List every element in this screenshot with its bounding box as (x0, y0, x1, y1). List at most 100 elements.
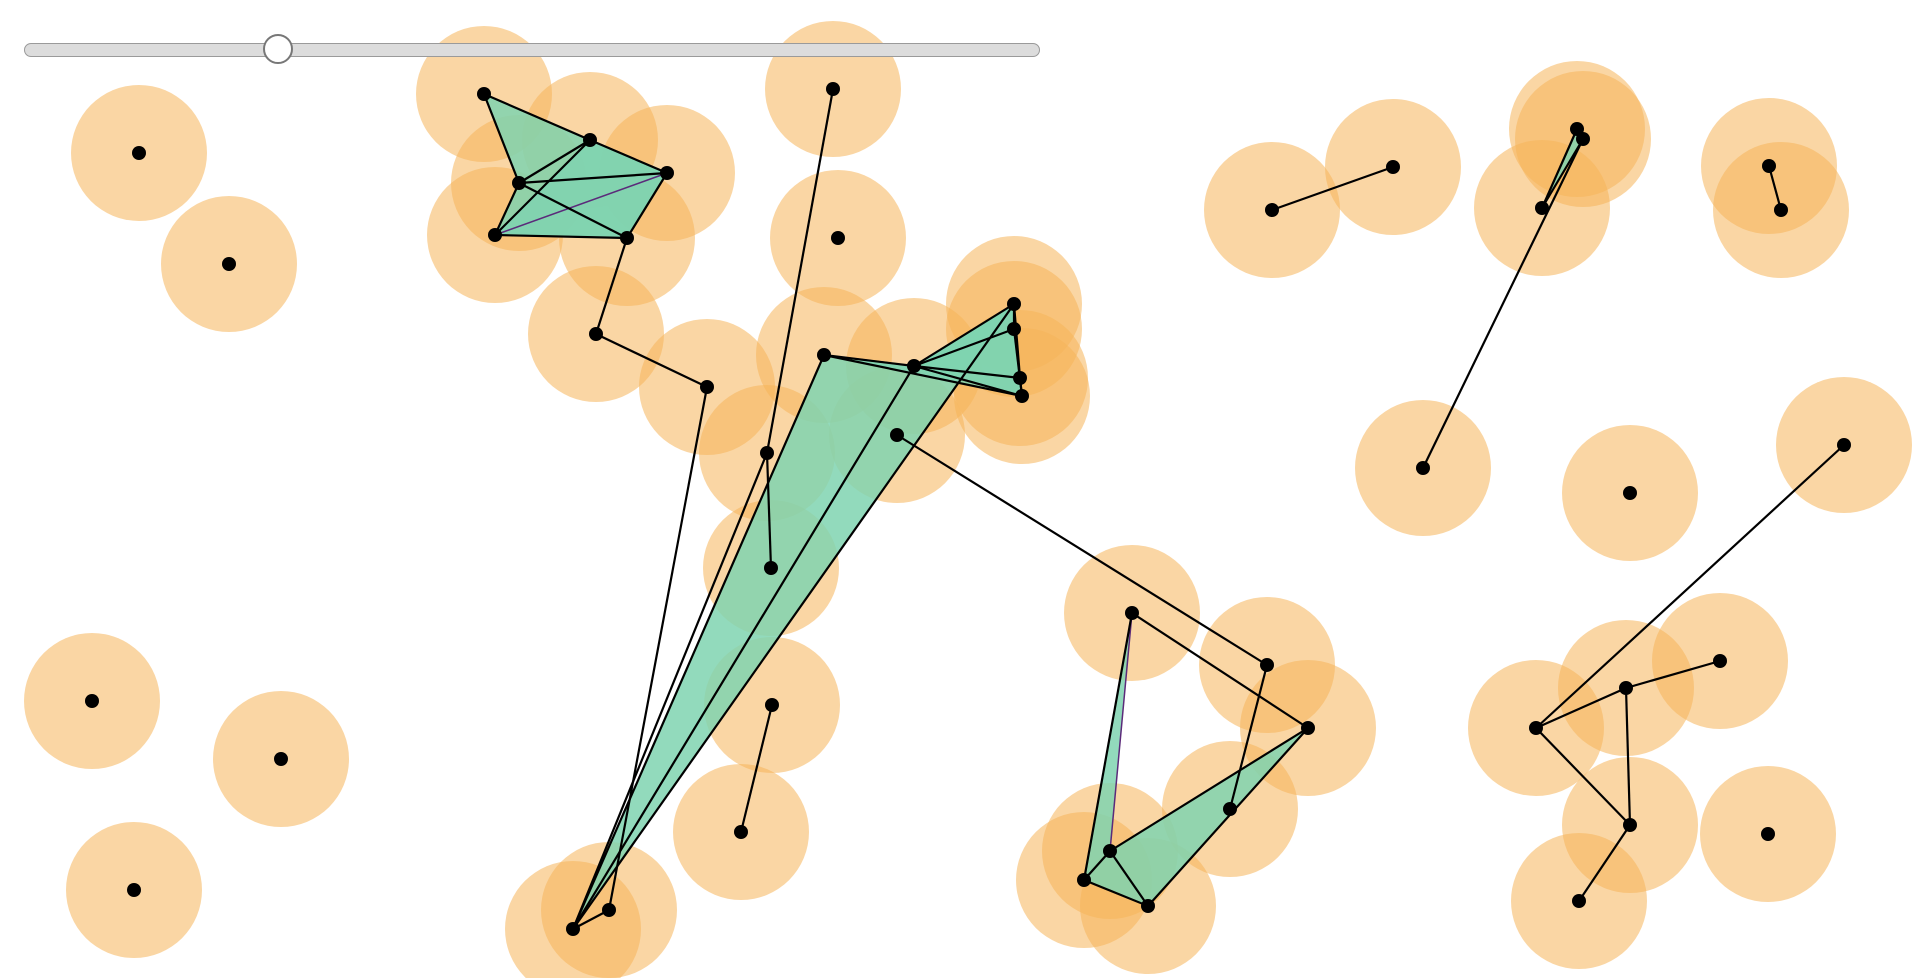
edge (594, 237, 629, 335)
slider-track[interactable] (24, 43, 1040, 57)
vertex (1529, 721, 1543, 735)
slider-thumb[interactable] (263, 34, 293, 64)
edge (1535, 727, 1631, 826)
edge (1109, 727, 1309, 852)
vertex (1535, 201, 1549, 215)
edge (626, 172, 668, 239)
vertex (583, 133, 597, 147)
vertex (1713, 654, 1727, 668)
edge (1767, 165, 1783, 211)
vertex (1103, 844, 1117, 858)
edge (896, 434, 1268, 666)
vertex (1260, 658, 1274, 672)
edge (571, 452, 769, 930)
edge (494, 139, 591, 236)
edge (1228, 664, 1269, 810)
vertex (132, 146, 146, 160)
edge (1625, 659, 1721, 690)
edge (823, 353, 915, 368)
edge (595, 333, 708, 388)
vertex (831, 231, 845, 245)
edge (494, 233, 628, 240)
vertex (1762, 159, 1776, 173)
edge (1578, 824, 1631, 902)
vertex (589, 327, 603, 341)
radius-slider[interactable] (24, 34, 1040, 64)
edge (494, 182, 520, 236)
ball (505, 861, 641, 978)
edge (571, 354, 826, 930)
edge (1422, 138, 1584, 469)
edge (765, 452, 773, 569)
vertex (1774, 203, 1788, 217)
vertex (660, 166, 674, 180)
edge (572, 303, 1015, 930)
edge (913, 327, 1015, 368)
vertex (1013, 371, 1027, 385)
vertex (765, 698, 779, 712)
vertex (1265, 203, 1279, 217)
vertex (764, 561, 778, 575)
vertex (760, 446, 774, 460)
vertex (1386, 160, 1400, 174)
vertex (1416, 461, 1430, 475)
vertex (1623, 486, 1637, 500)
edge (1082, 612, 1134, 881)
edge (1131, 612, 1309, 729)
vertex (700, 380, 714, 394)
edge (1147, 727, 1309, 907)
vertex (1007, 322, 1021, 336)
vertex (1761, 827, 1775, 841)
vertex (1570, 122, 1584, 136)
edge (823, 353, 1023, 398)
edge (589, 138, 668, 175)
vertex (127, 883, 141, 897)
edge (483, 92, 591, 142)
vertex (1301, 721, 1315, 735)
edge (1535, 686, 1627, 730)
vertex (620, 231, 634, 245)
vertex (890, 428, 904, 442)
vertex (1007, 297, 1021, 311)
vertex (488, 228, 502, 242)
edge (1012, 303, 1022, 379)
vertex (1125, 606, 1139, 620)
vertex-layer (85, 82, 1851, 936)
vertex (1623, 818, 1637, 832)
vertex (817, 348, 831, 362)
vertex (1572, 894, 1586, 908)
edge (518, 182, 628, 239)
edge (1109, 850, 1149, 907)
vertex (274, 752, 288, 766)
edge (1535, 444, 1845, 729)
vertex (907, 359, 921, 373)
vertex (1015, 389, 1029, 403)
vertex (1141, 899, 1155, 913)
edge (518, 171, 668, 185)
edge (1541, 138, 1584, 209)
edge (607, 386, 709, 911)
edge (739, 704, 774, 833)
edge (765, 88, 835, 454)
edge (518, 139, 591, 184)
edge (913, 303, 1015, 367)
vertex (1619, 681, 1633, 695)
edge (1540, 128, 1579, 209)
edge (1083, 878, 1149, 908)
edge (1271, 165, 1394, 212)
edge (482, 93, 521, 184)
vertex (602, 903, 616, 917)
edge (1624, 687, 1632, 826)
vertex (222, 257, 236, 271)
vertex (734, 825, 748, 839)
vertex (826, 82, 840, 96)
vertex (1837, 438, 1851, 452)
vertex (85, 694, 99, 708)
edge (572, 365, 915, 930)
vertex (477, 87, 491, 101)
edge (913, 364, 1023, 398)
vertex (1223, 802, 1237, 816)
vertex (512, 176, 526, 190)
edge (913, 364, 1021, 380)
